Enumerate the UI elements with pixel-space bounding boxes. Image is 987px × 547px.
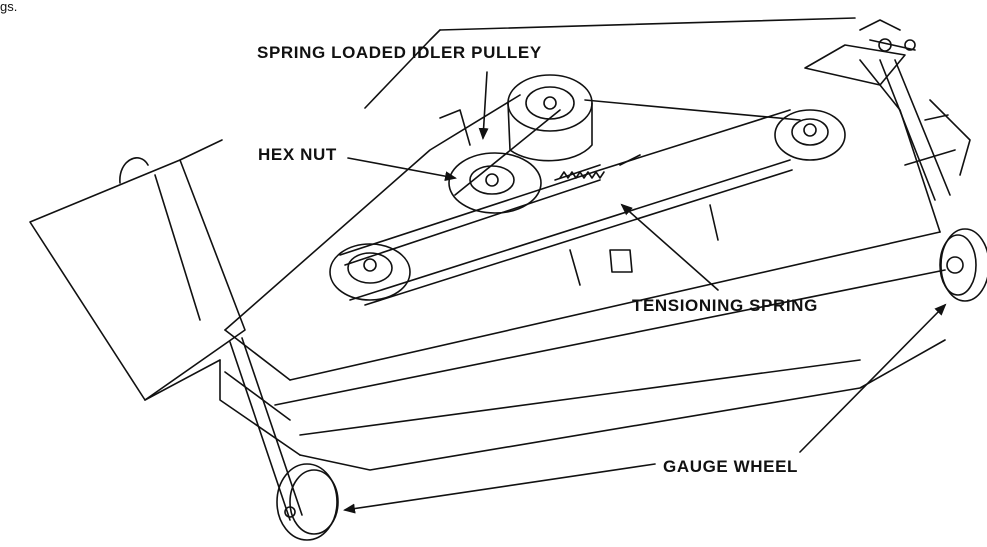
- label-hex-nut: HEX NUT: [258, 145, 337, 164]
- label-idler-pulley: SPRING LOADED IDLER PULLEY: [257, 43, 542, 62]
- left-gauge-wheel: [229, 337, 339, 541]
- left-pulley: [329, 243, 411, 301]
- center-spindle-pulley: [507, 74, 593, 162]
- idler-pulley: [448, 152, 542, 214]
- spring-leader-arrow: [620, 203, 719, 291]
- drive-belt: [339, 99, 801, 306]
- deck-brackets: [439, 109, 719, 286]
- discharge-chute: [29, 139, 246, 401]
- deck-top-plate: [224, 17, 956, 406]
- rear-hitch-bracket: [804, 19, 971, 201]
- wheel-leader-arrow-right: [799, 303, 947, 453]
- deck-front-skirt: [219, 339, 946, 471]
- leader-lines: [343, 71, 947, 514]
- right-pulley: [774, 109, 846, 161]
- pulley-leader-arrow: [478, 71, 489, 140]
- wheel-leader-arrow-left: [343, 463, 656, 514]
- label-tensioning-spring: TENSIONING SPRING: [632, 296, 818, 315]
- hexnut-leader-arrow: [347, 157, 457, 182]
- caption-fragment: gs.: [0, 0, 18, 14]
- tensioning-spring-drawing: [554, 154, 641, 181]
- label-gauge-wheel: GAUGE WHEEL: [663, 457, 799, 476]
- right-gauge-wheel: [939, 228, 987, 302]
